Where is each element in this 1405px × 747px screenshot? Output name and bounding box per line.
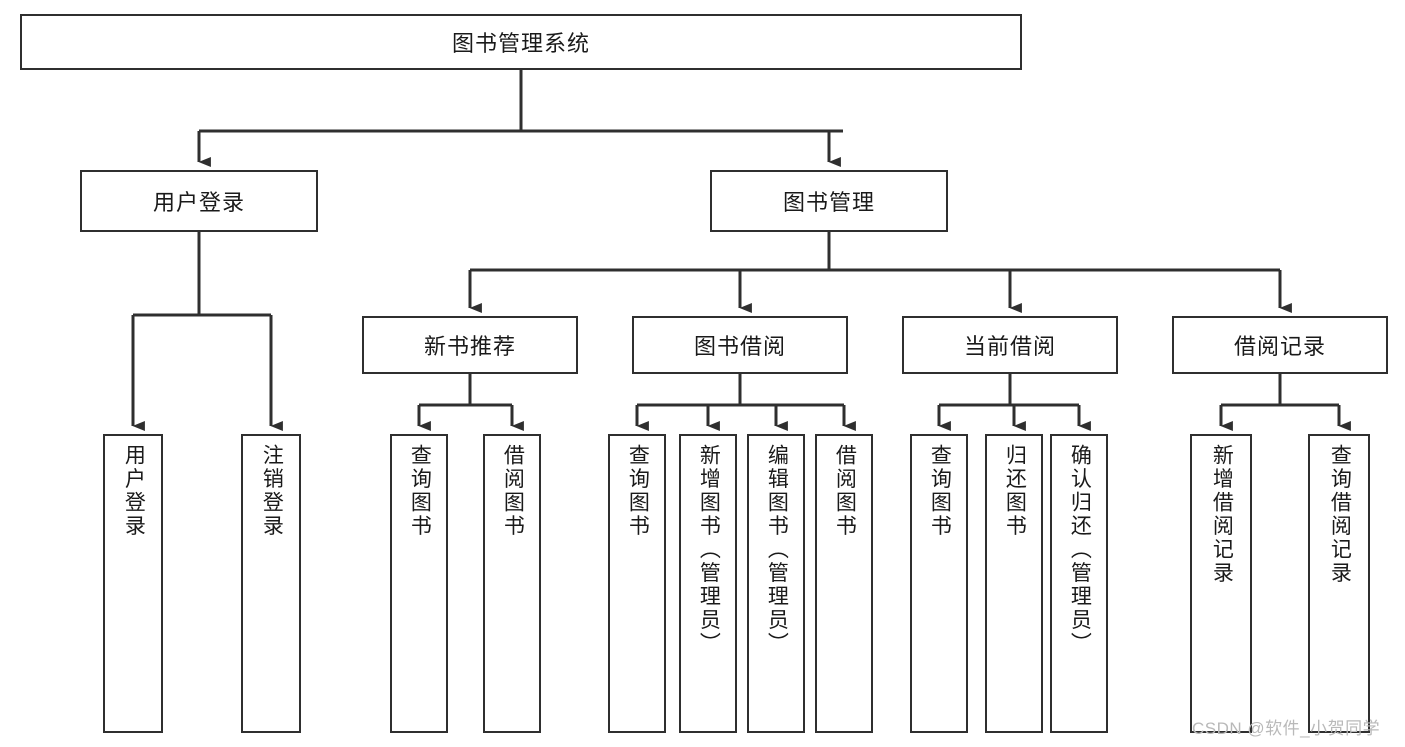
leaf-user-login-label: 用户登录 (122, 444, 146, 538)
leaf-confirm-return-admin[interactable]: 确认归还（管理员） (1050, 434, 1108, 733)
leaf-borrow-book-recommend[interactable]: 借阅图书 (483, 434, 541, 733)
leaf-borrow-book[interactable]: 借阅图书 (815, 434, 873, 733)
node-book-management-label: 图书管理 (782, 190, 875, 215)
node-book-borrow-label: 图书借阅 (693, 334, 786, 359)
node-book-borrow[interactable]: 图书借阅 (632, 316, 848, 374)
leaf-user-login[interactable]: 用户登录 (103, 434, 163, 733)
node-user-login-label: 用户登录 (152, 190, 245, 215)
leaf-user-logout-label: 注销登录 (260, 444, 284, 538)
csdn-watermark: CSDN @软件_小贺同学 (1192, 719, 1381, 738)
node-root[interactable]: 图书管理系统 (20, 14, 1022, 70)
leaf-user-logout[interactable]: 注销登录 (241, 434, 301, 733)
leaf-return-book-label: 归还图书 (1003, 444, 1027, 538)
leaf-borrow-book-recommend-label: 借阅图书 (501, 444, 525, 538)
node-root-label: 图书管理系统 (451, 31, 590, 56)
node-new-book-recommend[interactable]: 新书推荐 (362, 316, 578, 374)
leaf-edit-book-admin[interactable]: 编辑图书（管理员） (747, 434, 805, 733)
leaf-borrow-book-label: 借阅图书 (833, 444, 857, 538)
leaf-query-borrow-record-label: 查询借阅记录 (1328, 444, 1352, 585)
node-new-book-recommend-label: 新书推荐 (423, 334, 516, 359)
leaf-add-book-admin-label: 新增图书（管理员） (697, 444, 721, 656)
leaf-query-book-borrow[interactable]: 查询图书 (608, 434, 666, 733)
node-current-borrow-label: 当前借阅 (963, 334, 1056, 359)
leaf-add-borrow-record[interactable]: 新增借阅记录 (1190, 434, 1252, 733)
leaf-query-borrow-record[interactable]: 查询借阅记录 (1308, 434, 1370, 733)
leaf-query-book-current-label: 查询图书 (928, 444, 952, 538)
leaf-query-book-recommend[interactable]: 查询图书 (390, 434, 448, 733)
leaf-query-book-recommend-label: 查询图书 (408, 444, 432, 538)
leaf-query-book-current[interactable]: 查询图书 (910, 434, 968, 733)
leaf-add-borrow-record-label: 新增借阅记录 (1210, 444, 1234, 585)
leaf-edit-book-admin-label: 编辑图书（管理员） (765, 444, 789, 656)
leaf-query-book-borrow-label: 查询图书 (626, 444, 650, 538)
node-borrow-record[interactable]: 借阅记录 (1172, 316, 1388, 374)
node-borrow-record-label: 借阅记录 (1233, 334, 1326, 359)
node-current-borrow[interactable]: 当前借阅 (902, 316, 1118, 374)
node-book-management[interactable]: 图书管理 (710, 170, 948, 232)
leaf-add-book-admin[interactable]: 新增图书（管理员） (679, 434, 737, 733)
node-user-login[interactable]: 用户登录 (80, 170, 318, 232)
leaf-return-book[interactable]: 归还图书 (985, 434, 1043, 733)
leaf-confirm-return-admin-label: 确认归还（管理员） (1068, 444, 1092, 656)
